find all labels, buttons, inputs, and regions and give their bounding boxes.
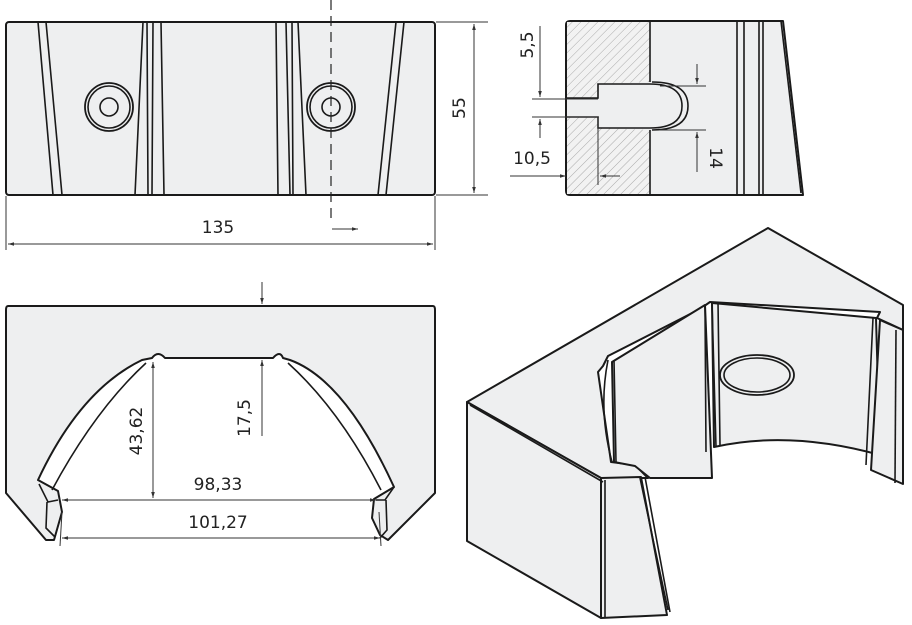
dim-98-33-label: 98,33: [194, 475, 243, 495]
dim-101-27-label: 101,27: [188, 513, 247, 533]
front-view: 135 55: [5, 0, 488, 250]
dimension-height: 55: [436, 21, 488, 196]
dimension-5-5: 5,5: [518, 26, 598, 138]
hole-left: [84, 82, 134, 132]
dimension-14: 14: [660, 64, 725, 172]
dim-135-label: 135: [202, 218, 234, 238]
dim-17-5-label: 17,5: [235, 399, 255, 437]
dim-55-label: 55: [450, 97, 470, 119]
dimension-98-33: 98,33: [62, 475, 376, 502]
dim-10-5-label: 10,5: [513, 149, 551, 169]
top-view: 17,5 43,62 98,33 101,27: [5, 282, 436, 547]
dim-5-5-label: 5,5: [518, 31, 538, 58]
section-view: 5,5 10,5 14: [510, 20, 804, 196]
dim-14-label: 14: [705, 147, 725, 169]
isometric-hole: [719, 354, 795, 396]
isometric-view: [466, 227, 904, 619]
dimension-10-5: 10,5: [510, 118, 620, 185]
dimension-43-62: 43,62: [127, 362, 155, 498]
dimension-width: 135: [5, 196, 436, 250]
dim-43-62-label: 43,62: [127, 407, 147, 456]
hole-right: [306, 82, 356, 132]
dimension-101-27: 101,27: [59, 511, 382, 547]
dimension-17-5: 17,5: [235, 282, 264, 437]
